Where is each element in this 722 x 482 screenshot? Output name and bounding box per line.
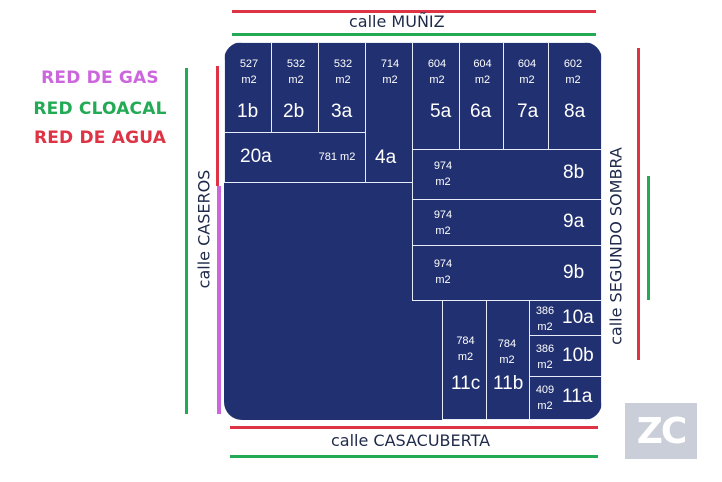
lot-11c-area: 784: [456, 335, 475, 347]
legend-sewer: RED CLOACAL: [33, 99, 167, 119]
street-east: calle SEGUNDO SOMBRA: [606, 147, 626, 345]
lot-7a-area: 604: [517, 58, 537, 70]
lot-8a-area: 602: [563, 58, 583, 70]
lot-11b-label: 11b: [493, 373, 524, 394]
sewer-line-east: [647, 176, 650, 300]
sewer-line-south: [230, 455, 598, 458]
lot-9b-label: 9b: [563, 262, 585, 283]
water-line-north: [232, 10, 596, 13]
lot-10a-label: 10a: [562, 307, 594, 328]
lot-11b-area: 784: [497, 338, 517, 350]
street-west: calle CASEROS: [194, 169, 214, 289]
lot-20a-label: 20a: [240, 146, 272, 167]
lot-7a-label: 7a: [517, 101, 539, 122]
lot-4a-area: 714: [380, 58, 400, 70]
lot-2b-label: 2b: [283, 101, 305, 122]
lot-20a[interactable]: 20a 781 m2: [224, 132, 366, 183]
lot-11a-label: 11a: [562, 386, 593, 407]
lot-9a-area: 974: [433, 209, 453, 221]
lot-3a-area: 532: [333, 58, 353, 70]
sewer-line-north: [232, 33, 596, 36]
water-line-east: [637, 48, 640, 360]
sewer-line-west: [185, 68, 188, 414]
lot-5a-area: 604: [427, 58, 447, 70]
legend-water: RED DE AGUA: [33, 128, 167, 148]
gas-line-west: [217, 186, 221, 414]
lot-3a-label: 3a: [331, 101, 353, 122]
lot-10b-label: 10b: [562, 345, 594, 366]
water-line-south: [230, 426, 598, 429]
lot-11c-label: 11c: [451, 373, 481, 394]
legend-gas: RED DE GAS: [41, 68, 159, 88]
lot-8b-label: 8b: [563, 162, 585, 183]
lot-9a-label: 9a: [563, 211, 585, 232]
lot-1b-label: 1b: [237, 101, 259, 122]
lot-10a-area: 386: [535, 305, 555, 317]
zc-logo: ZC: [625, 403, 697, 459]
logo-text: ZC: [636, 410, 688, 452]
lot-open-area[interactable]: [224, 182, 443, 420]
lot-11a-area: 409: [535, 384, 555, 396]
lot-1b-area: 527: [239, 58, 259, 70]
water-line-west: [216, 66, 219, 186]
lot-4a-label: 4a: [375, 147, 397, 168]
street-south: calle CASACUBERTA: [331, 431, 491, 450]
street-north: calle MUÑIZ: [349, 12, 445, 31]
lot-9b-area: 974: [433, 258, 453, 270]
lot-6a-area: 604: [473, 58, 492, 70]
lot-20a-area: 781 m2: [318, 151, 356, 163]
lot-5a-label: 5a: [430, 101, 452, 122]
lot-8a-label: 8a: [564, 101, 586, 122]
lot-2b-area: 532: [286, 58, 306, 70]
lot-8b-area: 974: [433, 160, 453, 172]
lot-6a-label: 6a: [470, 101, 492, 122]
lot-10b-area: 386: [535, 343, 555, 355]
